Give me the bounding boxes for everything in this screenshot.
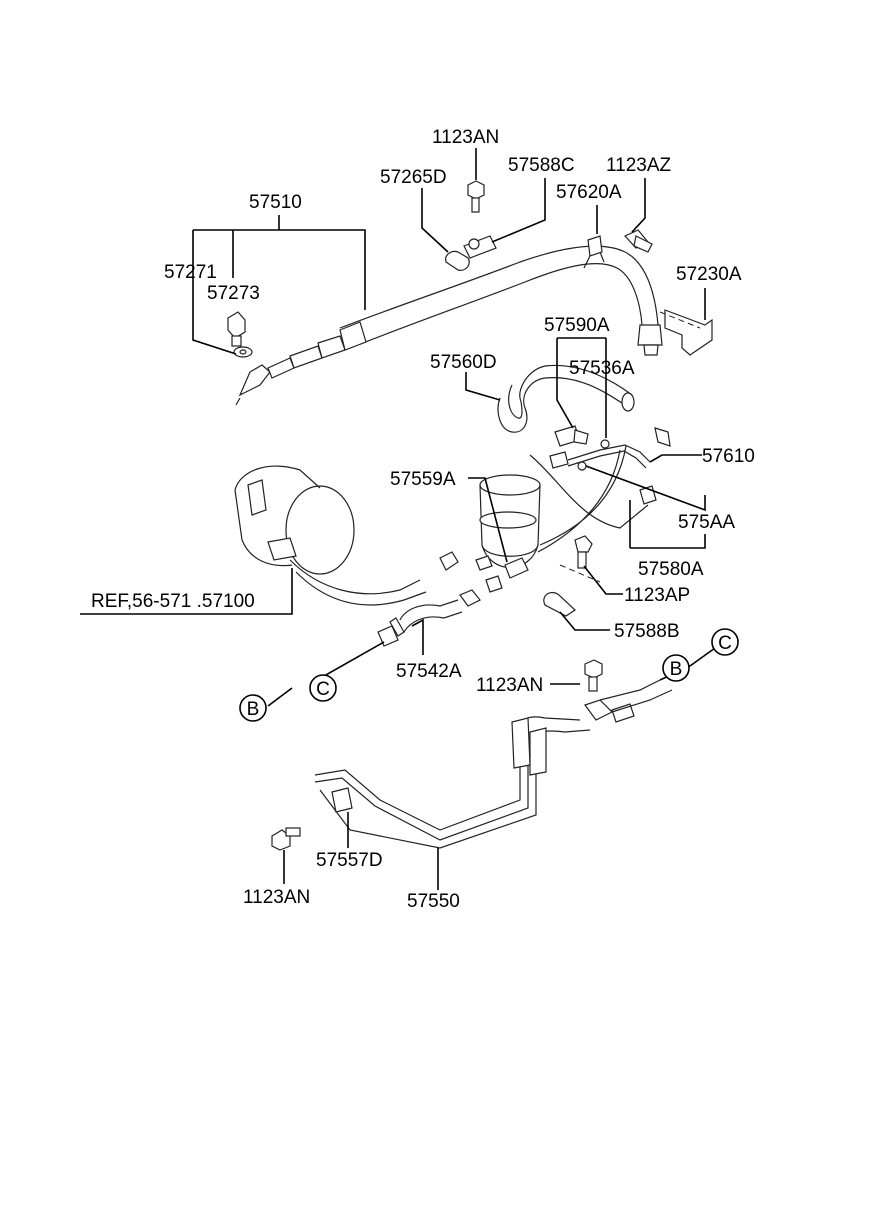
- callout-c-right: C: [711, 628, 739, 656]
- label-57550: 57550: [407, 891, 460, 912]
- fitting-and-bracket: [624, 229, 713, 356]
- reservoir: [479, 474, 541, 579]
- svg-text:C: C: [718, 633, 732, 654]
- suction-hose: [389, 599, 463, 637]
- label-57557D: 57557D: [316, 850, 383, 871]
- label-57560D: 57560D: [430, 352, 497, 373]
- label-1123AZ: 1123AZ: [606, 155, 672, 176]
- label-1123AN-bottom: 1123AN: [243, 887, 310, 908]
- label-57542A: 57542A: [396, 661, 462, 682]
- label-57610: 57610: [702, 446, 755, 467]
- label-1123AN-mid: 1123AN: [476, 675, 543, 696]
- power-steering-pump: [234, 465, 427, 606]
- label-57271: 57271: [164, 262, 217, 283]
- label-57588B: 57588B: [614, 621, 680, 642]
- label-575AA: 575AA: [678, 512, 735, 533]
- union-fittings: [549, 425, 610, 471]
- label-ref-pump: REF,56-571 .57100: [91, 591, 255, 612]
- label-57273: 57273: [207, 283, 260, 304]
- bolt-mid: [584, 659, 603, 692]
- callout-b-left: B: [239, 694, 267, 722]
- leader-lines: [80, 148, 716, 890]
- bolt-bottom: [271, 827, 301, 851]
- label-57580A: 57580A: [638, 559, 704, 580]
- label-57536A: 57536A: [569, 358, 635, 379]
- banjo-bolt-and-washer: [227, 311, 253, 358]
- svg-text:B: B: [670, 659, 683, 680]
- label-57510: 57510: [249, 192, 302, 213]
- label-1123AN-top: 1123AN: [432, 127, 499, 148]
- label-1123AP: 1123AP: [624, 585, 690, 606]
- label-57588C: 57588C: [508, 155, 575, 176]
- label-57265D: 57265D: [380, 167, 447, 188]
- label-57230A: 57230A: [676, 264, 742, 285]
- svg-text:B: B: [247, 699, 260, 720]
- clamp-and-bolt-right: [543, 535, 593, 617]
- hose-clamps-top: [445, 235, 497, 271]
- pressure-hose-assembly: [235, 235, 663, 406]
- return-hose: [497, 364, 635, 433]
- clamp-c-left: [377, 625, 399, 647]
- label-57559A: 57559A: [390, 469, 456, 490]
- cooler-lines: [529, 427, 671, 583]
- callout-b-right: B: [662, 654, 690, 682]
- reservoir-clamps: [439, 551, 503, 607]
- cooler-pipe-assembly: [314, 679, 673, 849]
- label-57590A: 57590A: [544, 315, 610, 336]
- svg-text:C: C: [316, 679, 330, 700]
- bolt-top: [467, 180, 485, 213]
- callout-c-left: C: [309, 674, 337, 702]
- label-57620A: 57620A: [556, 182, 622, 203]
